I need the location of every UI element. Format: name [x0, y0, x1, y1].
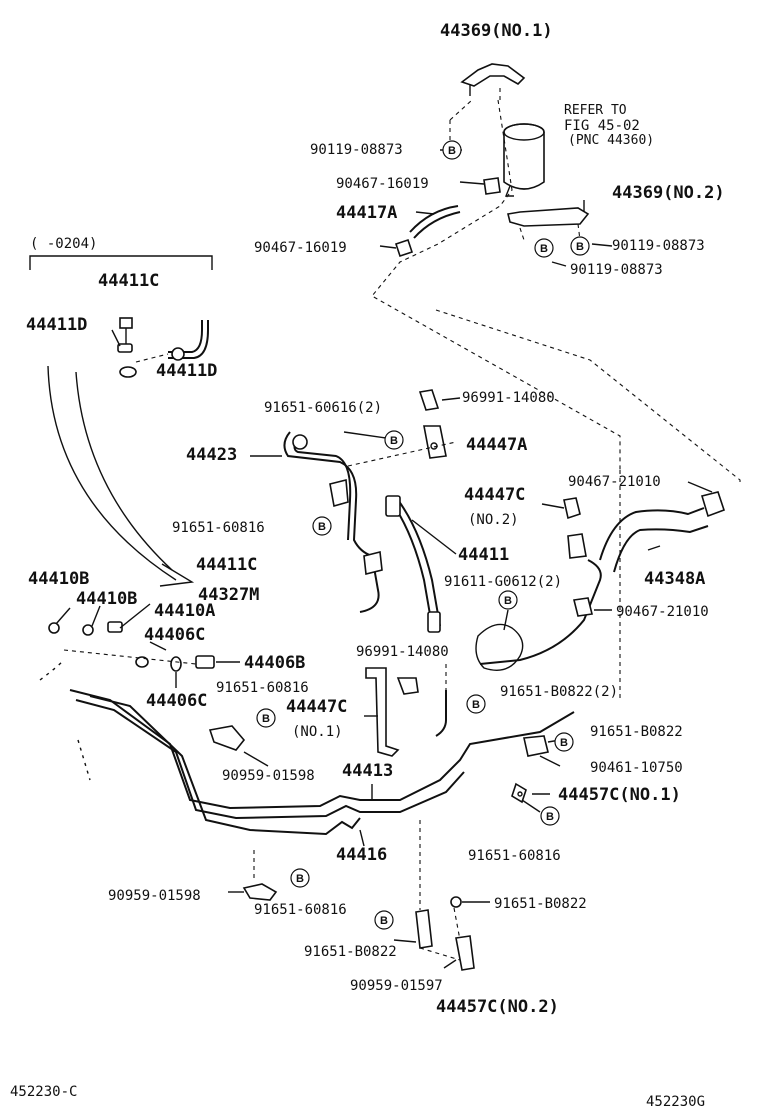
label-96991-14080-b: 96991-14080	[356, 644, 449, 660]
line-art	[29, 63, 741, 971]
svg-text:B: B	[472, 699, 480, 711]
refer-note-line2: FIG 45-02	[564, 118, 640, 134]
label-90467-16019-b: 90467-16019	[254, 240, 347, 256]
b-badge: B	[554, 732, 574, 752]
svg-text:B: B	[576, 241, 584, 253]
b-badge: B	[570, 236, 590, 256]
label-44410B-b: 44410B	[76, 589, 137, 609]
b-badge: B	[256, 708, 276, 728]
label-44410B-a: 44410B	[28, 569, 89, 589]
label-90959-01598-b: 90959-01598	[108, 888, 201, 904]
label-90959-01597: 90959-01597	[350, 978, 443, 994]
label-91651-60816-b: 91651-60816	[216, 680, 309, 696]
svg-text:B: B	[504, 595, 512, 607]
b-badge: B	[384, 430, 404, 450]
label-range-0204: ( -0204)	[30, 236, 97, 252]
b-badge: B	[466, 694, 486, 714]
label-44457C-no2: 44457C(NO.2)	[436, 997, 559, 1017]
label-44327M: 44327M	[198, 585, 259, 605]
b-badge: B	[442, 140, 462, 160]
svg-text:B: B	[546, 811, 554, 823]
svg-text:B: B	[540, 243, 548, 255]
figure-id-left: 452230-C	[10, 1084, 77, 1100]
b-badge: B	[498, 590, 518, 610]
label-44406C-a: 44406C	[144, 625, 205, 645]
svg-text:B: B	[296, 873, 304, 885]
label-no1: (NO.1)	[292, 724, 343, 740]
label-44447C-no1: 44447C	[286, 697, 347, 717]
label-44410A: 44410A	[154, 601, 215, 621]
label-90461-10750: 90461-10750	[590, 760, 683, 776]
figure-id-right: 452230G	[646, 1094, 705, 1110]
label-91651-60616: 91651-60616(2)	[264, 400, 382, 416]
label-90467-16019-a: 90467-16019	[336, 176, 429, 192]
label-44457C-no1: 44457C(NO.1)	[558, 785, 681, 805]
label-91651-B0822-a: 91651-B0822	[590, 724, 683, 740]
label-90467-21010-b: 90467-21010	[616, 604, 709, 620]
svg-text:B: B	[390, 435, 398, 447]
label-44411C-b: 44411C	[196, 555, 257, 575]
refer-note-line3: (PNC 44360)	[568, 133, 654, 148]
svg-text:B: B	[448, 145, 456, 157]
label-44411: 44411	[458, 545, 509, 565]
b-badge: B	[534, 238, 554, 258]
label-44406C-b: 44406C	[146, 691, 207, 711]
label-90119-08873-c: 90119-08873	[570, 262, 663, 278]
svg-text:B: B	[318, 521, 326, 533]
label-44411D-a: 44411D	[26, 315, 87, 335]
svg-text:B: B	[560, 737, 568, 749]
label-91651-B0822-2: 91651-B0822(2)	[500, 684, 618, 700]
svg-text:B: B	[380, 915, 388, 927]
label-96991-14080-a: 96991-14080	[462, 390, 555, 406]
b-badge: B	[290, 868, 310, 888]
label-91611-G0612: 91611-G0612(2)	[444, 574, 562, 590]
label-44411C-a: 44411C	[98, 271, 159, 291]
label-91651-B0822-b: 91651-B0822	[494, 896, 587, 912]
label-44447C-no2: 44447C	[464, 485, 525, 505]
svg-text:B: B	[262, 713, 270, 725]
label-91651-60816-c: 91651-60816	[468, 848, 561, 864]
b-badge: B	[374, 910, 394, 930]
badge-group: B B B B B B B B B B B B	[256, 140, 590, 930]
callout-labels: 44369(NO.1) REFER TO FIG 45-02 (PNC 4436…	[10, 21, 725, 1110]
label-no2: (NO.2)	[468, 512, 519, 528]
b-badge: B	[540, 806, 560, 826]
label-90119-08873-b: 90119-08873	[612, 238, 705, 254]
label-44406B: 44406B	[244, 653, 305, 673]
label-44369-no2: 44369(NO.2)	[612, 183, 725, 203]
label-44411D-b: 44411D	[156, 361, 217, 381]
label-44423: 44423	[186, 445, 237, 465]
label-44416: 44416	[336, 845, 387, 865]
label-91651-60816-a: 91651-60816	[172, 520, 265, 536]
refer-note-line1: REFER TO	[564, 103, 627, 118]
label-90467-21010-a: 90467-21010	[568, 474, 661, 490]
label-44413: 44413	[342, 761, 393, 781]
label-44447A: 44447A	[466, 435, 527, 455]
label-44348A: 44348A	[644, 569, 705, 589]
label-44369-no1: 44369(NO.1)	[440, 21, 553, 41]
label-91651-60816-d: 91651-60816	[254, 902, 347, 918]
label-44417A: 44417A	[336, 203, 397, 223]
label-90119-08873-a: 90119-08873	[310, 142, 403, 158]
label-91651-B0822-c: 91651-B0822	[304, 944, 397, 960]
label-90959-01598-a: 90959-01598	[222, 768, 315, 784]
b-badge: B	[312, 516, 332, 536]
